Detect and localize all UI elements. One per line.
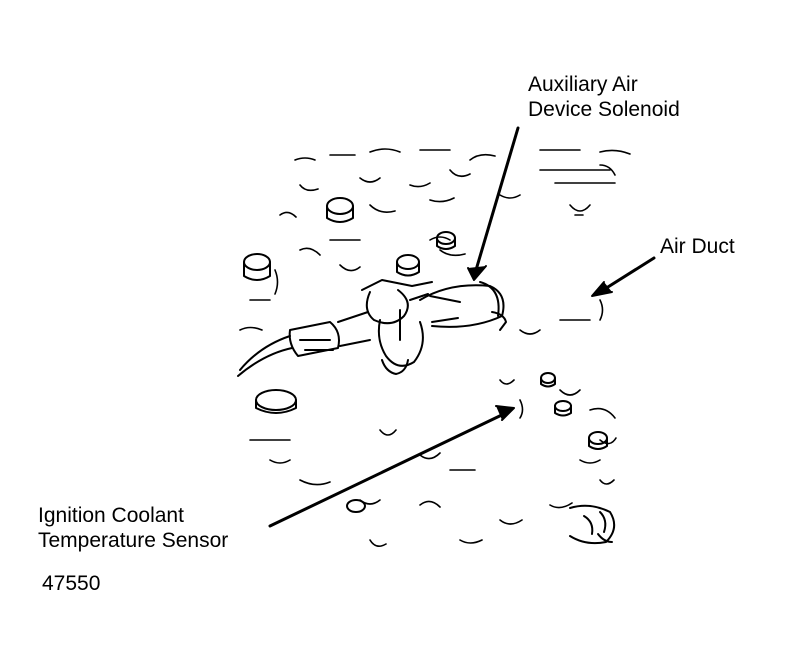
engine-outline-sketch — [239, 148, 631, 548]
coolant-sensor — [569, 504, 616, 545]
arrow-aux-air-head — [467, 265, 487, 281]
mounting-bolts — [243, 197, 608, 513]
arrow-air-duct-line — [598, 256, 656, 294]
bolt — [346, 499, 366, 513]
figure-number: 47550 — [42, 572, 101, 595]
bolt — [255, 389, 297, 414]
bolt — [540, 372, 556, 388]
solenoid-assembly — [361, 279, 507, 375]
bolt — [554, 400, 572, 417]
arrow-air-duct-head — [591, 281, 613, 297]
label-line: Device Solenoid — [528, 98, 680, 121]
bolt — [243, 253, 271, 281]
bolt — [326, 197, 354, 223]
label-line: Temperature Sensor — [38, 529, 229, 552]
label-line: Ignition Coolant — [38, 504, 184, 527]
auxiliary-air-device-solenoid-label: Auxiliary Air Device Solenoid — [528, 72, 680, 122]
arrow-sensor-head — [495, 405, 515, 421]
air-duct-label: Air Duct — [660, 234, 735, 259]
leader-lines — [268, 126, 656, 528]
label-line: Air Duct — [660, 235, 735, 258]
bolt — [396, 254, 420, 277]
wiring-connector — [237, 311, 371, 377]
arrow-sensor-line — [268, 410, 510, 528]
ignition-coolant-temperature-sensor-label: Ignition Coolant Temperature Sensor — [38, 503, 228, 553]
bolt — [436, 231, 456, 250]
label-line: Auxiliary Air — [528, 73, 638, 96]
arrow-aux-air-line — [474, 126, 520, 272]
bolt — [588, 431, 608, 450]
